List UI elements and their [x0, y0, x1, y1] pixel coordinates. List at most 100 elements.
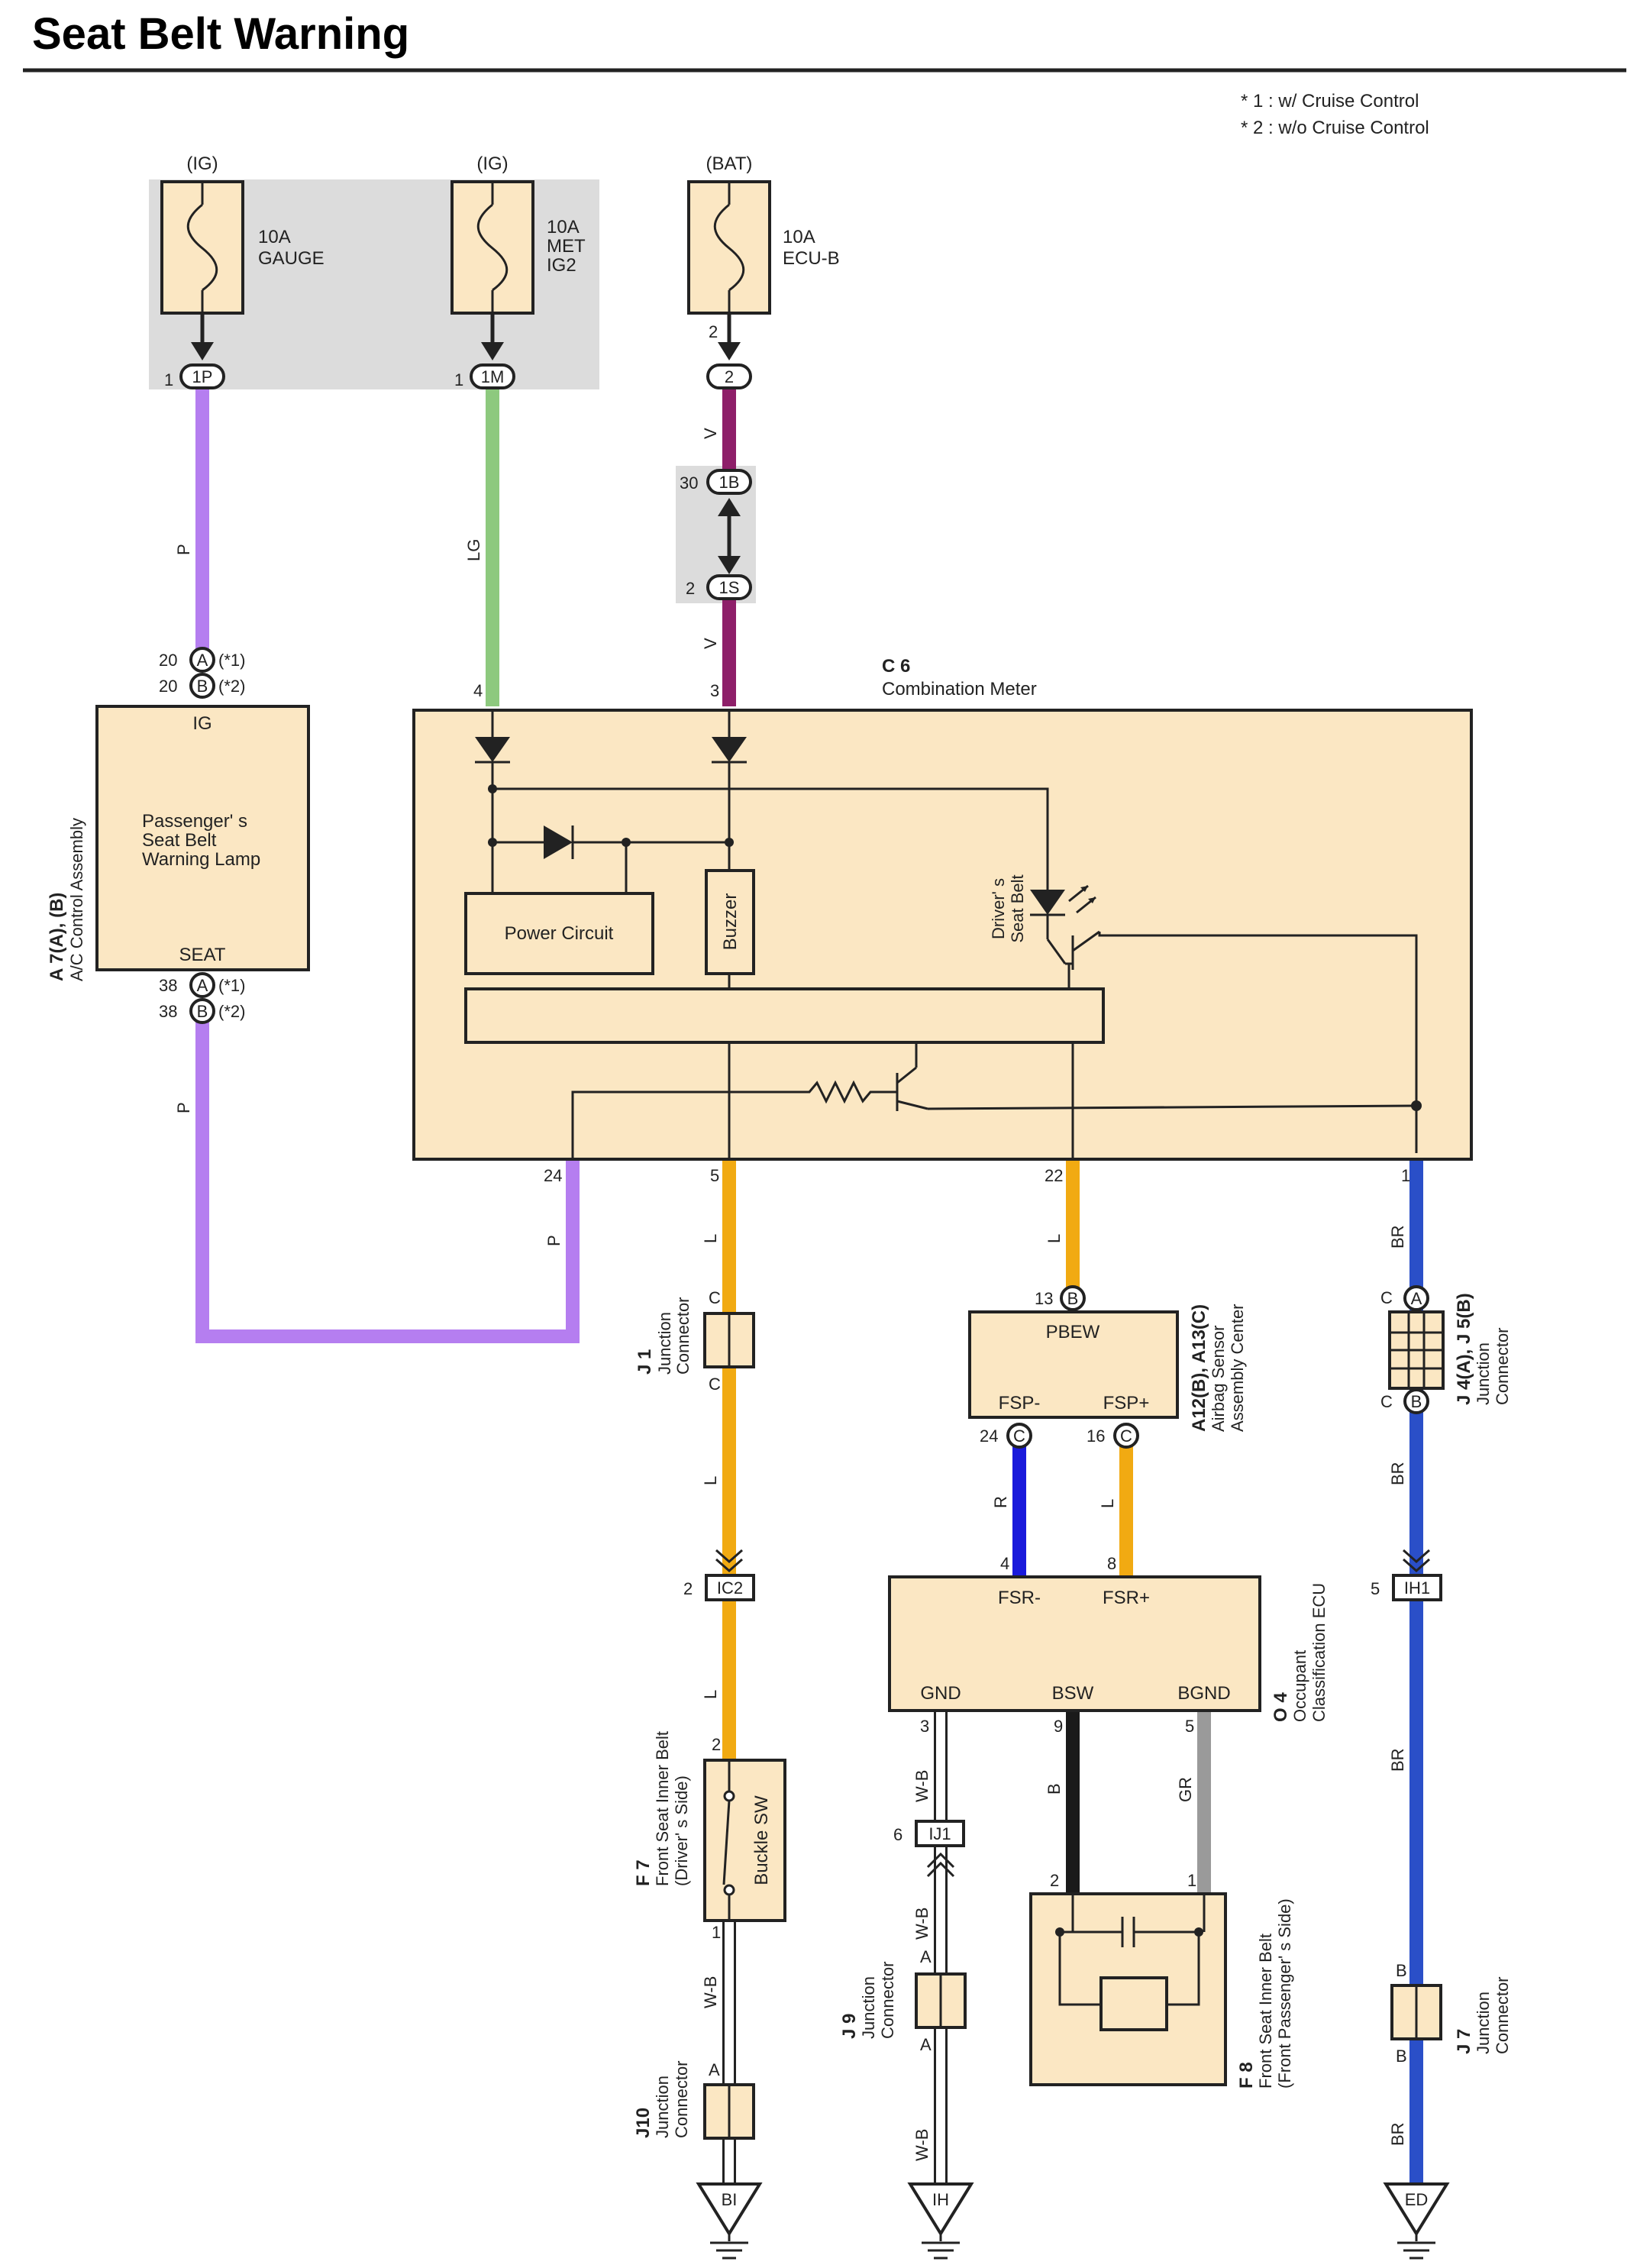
note-cruise: * 1 : w/ Cruise Control — [1241, 91, 1419, 111]
occupant-classification-ecu: 4 8 FSR- FSR+ GND BSW BGND 3 9 5 O 4 Occ… — [888, 1554, 1329, 1736]
junction-j1: C C J 1 Junction Connector — [634, 1288, 755, 1394]
svg-text:Junction: Junction — [655, 1312, 674, 1375]
wire-code-v2: V — [701, 638, 720, 649]
svg-text:A: A — [197, 976, 208, 995]
svg-text:(*1): (*1) — [218, 976, 245, 995]
svg-text:Buzzer: Buzzer — [720, 893, 741, 951]
svg-text:Junction: Junction — [859, 1976, 878, 2039]
svg-text:MET: MET — [547, 236, 586, 257]
airbag-sensor-assembly: 13 B PBEW FSP- FSP+ 24 C 16 C A12(B), A1… — [968, 1285, 1247, 1449]
svg-text:24: 24 — [544, 1166, 562, 1185]
svg-text:8: 8 — [1107, 1554, 1116, 1573]
svg-text:(Driver' s Side): (Driver' s Side) — [672, 1775, 691, 1886]
svg-text:A 7(A), (B): A 7(A), (B) — [47, 893, 67, 981]
svg-text:Power Circuit: Power Circuit — [505, 923, 614, 944]
svg-text:1: 1 — [1401, 1166, 1410, 1185]
ac-control-assembly: 20 A (*1) 20 B (*2) IG Passenger' s Seat… — [47, 647, 310, 1024]
svg-text:5: 5 — [1185, 1717, 1194, 1736]
svg-text:ECU-B: ECU-B — [783, 248, 840, 269]
junction-j7: B B J 7 Junction Connector — [1390, 1961, 1512, 2066]
svg-text:A: A — [920, 1947, 932, 1966]
svg-text:2: 2 — [683, 1579, 693, 1598]
svg-text:13: 13 — [1035, 1289, 1053, 1308]
svg-text:FSR-: FSR- — [998, 1588, 1041, 1608]
wire-code-v1: V — [701, 428, 720, 439]
svg-text:C: C — [1380, 1392, 1393, 1411]
svg-text:2: 2 — [1050, 1871, 1059, 1890]
svg-text:IJ1: IJ1 — [928, 1824, 951, 1843]
svg-text:4: 4 — [473, 681, 483, 700]
svg-text:2: 2 — [686, 579, 695, 598]
wire-code-l1: L — [701, 1234, 720, 1243]
svg-text:Combination Meter: Combination Meter — [882, 679, 1037, 699]
svg-text:J 4(A), J 5(B): J 4(A), J 5(B) — [1454, 1293, 1474, 1405]
svg-text:IC2: IC2 — [717, 1578, 743, 1598]
svg-text:2: 2 — [712, 1735, 721, 1754]
svg-text:A/C Control Assembly: A/C Control Assembly — [67, 818, 86, 981]
svg-text:B: B — [1396, 2047, 1407, 2066]
connector-ij1: 6 IJ1 — [893, 1820, 965, 1878]
svg-text:FSP-: FSP- — [999, 1393, 1041, 1413]
wire-code-p2: P — [174, 1102, 193, 1113]
wire-code-wb4: W-B — [701, 1976, 720, 2008]
wire-code-p3: P — [544, 1235, 563, 1246]
svg-text:ED: ED — [1405, 2190, 1429, 2209]
svg-text:4: 4 — [1000, 1554, 1009, 1573]
svg-text:1B: 1B — [719, 473, 740, 492]
wire-code-wb2: W-B — [912, 1908, 932, 1940]
svg-text:B: B — [1411, 1392, 1422, 1411]
svg-text:(IG): (IG) — [476, 153, 508, 174]
svg-text:Junction: Junction — [653, 2076, 672, 2138]
svg-text:C: C — [1013, 1426, 1025, 1446]
svg-text:Junction: Junction — [1474, 1992, 1493, 2054]
fuse-met-ig2: (IG) 10A MET IG2 1 1M — [450, 153, 586, 389]
svg-text:1M: 1M — [481, 367, 505, 386]
svg-text:9: 9 — [1054, 1717, 1063, 1736]
svg-text:(*2): (*2) — [218, 1002, 245, 1021]
note-no-cruise: * 2 : w/o Cruise Control — [1241, 118, 1429, 138]
ground-ih: IH — [907, 2182, 974, 2260]
svg-text:3: 3 — [710, 681, 719, 700]
svg-text:5: 5 — [710, 1166, 719, 1185]
svg-text:20: 20 — [159, 651, 177, 670]
svg-text:A12(B), A13(C): A12(B), A13(C) — [1189, 1304, 1209, 1432]
svg-text:F 7: F 7 — [633, 1859, 654, 1886]
junction-j10: A J10 Junction Connector — [633, 2060, 755, 2140]
svg-text:3: 3 — [920, 1717, 929, 1736]
svg-text:C: C — [1120, 1426, 1132, 1446]
svg-text:B: B — [1067, 1289, 1079, 1308]
svg-text:2: 2 — [709, 322, 718, 341]
svg-text:Seat Belt: Seat Belt — [1008, 874, 1027, 942]
svg-text:38: 38 — [159, 1002, 177, 1021]
svg-text:Classification ECU: Classification ECU — [1309, 1583, 1329, 1722]
wire-code-br4: BR — [1388, 2122, 1407, 2146]
wire-code-r: R — [991, 1496, 1010, 1508]
fuse-ecu-b: (BAT) 10A ECU-B 2 2 — [687, 153, 840, 389]
svg-text:24: 24 — [980, 1426, 998, 1446]
svg-text:Airbag Sensor: Airbag Sensor — [1209, 1326, 1228, 1432]
svg-text:J10: J10 — [633, 2108, 654, 2138]
connector-ic2: 2 IC2 — [683, 1549, 755, 1601]
svg-text:2: 2 — [725, 367, 734, 386]
svg-text:J 7: J 7 — [1454, 2029, 1474, 2054]
wire-code-wb3: W-B — [912, 2129, 932, 2161]
wire-code-lg: LG — [464, 539, 483, 561]
svg-text:1S: 1S — [719, 578, 740, 597]
svg-text:22: 22 — [1045, 1166, 1063, 1185]
svg-text:Seat Belt: Seat Belt — [142, 830, 217, 851]
svg-text:(*1): (*1) — [218, 651, 245, 670]
svg-text:Junction: Junction — [1474, 1342, 1493, 1405]
svg-text:1: 1 — [1187, 1871, 1196, 1890]
wire-code-br2: BR — [1388, 1462, 1407, 1485]
svg-text:B: B — [1396, 1961, 1407, 1980]
wire-p-seat — [195, 1016, 580, 1343]
svg-text:IG: IG — [192, 713, 211, 734]
svg-text:10A: 10A — [547, 217, 580, 237]
svg-text:A: A — [1411, 1289, 1422, 1308]
svg-text:38: 38 — [159, 976, 177, 995]
svg-text:IH1: IH1 — [1404, 1578, 1430, 1598]
svg-text:Connector: Connector — [672, 2060, 691, 2138]
svg-text:IG2: IG2 — [547, 255, 576, 276]
svg-text:C: C — [1380, 1288, 1393, 1307]
